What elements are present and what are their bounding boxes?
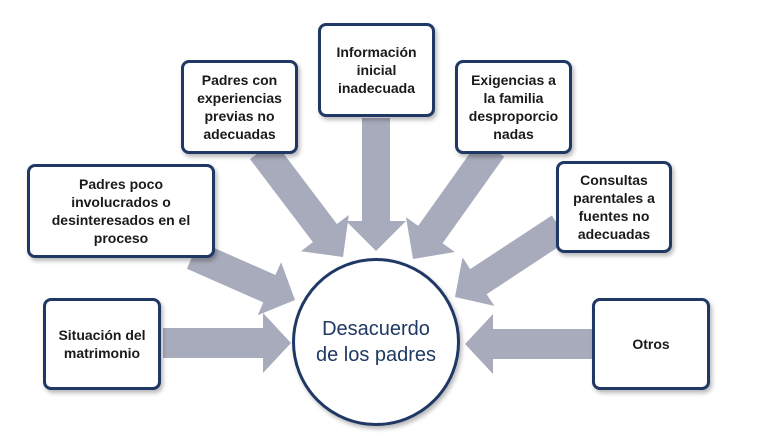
center-circle: Desacuerdo de los padres: [292, 258, 460, 426]
cause-box-experiencias: Padres con experiencias previas no adecu…: [181, 60, 298, 154]
cause-box-informacion: Información inicial inadecuada: [318, 23, 435, 117]
cause-box-situacion: Situación del matrimonio: [43, 298, 161, 390]
arrow-experiencias: [250, 140, 349, 257]
arrow-poco-involucrados: [186, 241, 295, 316]
cause-label-informacion: Información inicial inadecuada: [336, 44, 417, 96]
cause-box-consultas: Consultas parentales a fuentes no adecua…: [556, 161, 672, 253]
cause-label-consultas: Consultas parentales a fuentes no adecua…: [573, 172, 655, 242]
cause-box-otros: Otros: [592, 298, 710, 390]
arrow-informacion: [346, 118, 406, 251]
arrow-situacion: [163, 313, 291, 373]
center-label: Desacuerdo de los padres: [315, 318, 437, 366]
cause-box-exigencias: Exigencias a la familia desproporcio nad…: [455, 60, 572, 154]
cause-label-experiencias: Padres con experiencias previas no adecu…: [197, 72, 282, 142]
arrow-otros: [465, 314, 592, 374]
cause-label-situacion: Situación del matrimonio: [58, 327, 146, 361]
cause-box-poco-involucrados: Padres poco involucrados o desinteresado…: [27, 164, 215, 258]
cause-label-poco-involucrados: Padres poco involucrados o desinteresado…: [51, 176, 191, 246]
arrow-consultas: [455, 215, 569, 306]
cause-label-otros: Otros: [632, 336, 670, 352]
arrow-exigencias: [406, 139, 505, 259]
cause-label-exigencias: Exigencias a la familia desproporcio nad…: [468, 72, 559, 142]
